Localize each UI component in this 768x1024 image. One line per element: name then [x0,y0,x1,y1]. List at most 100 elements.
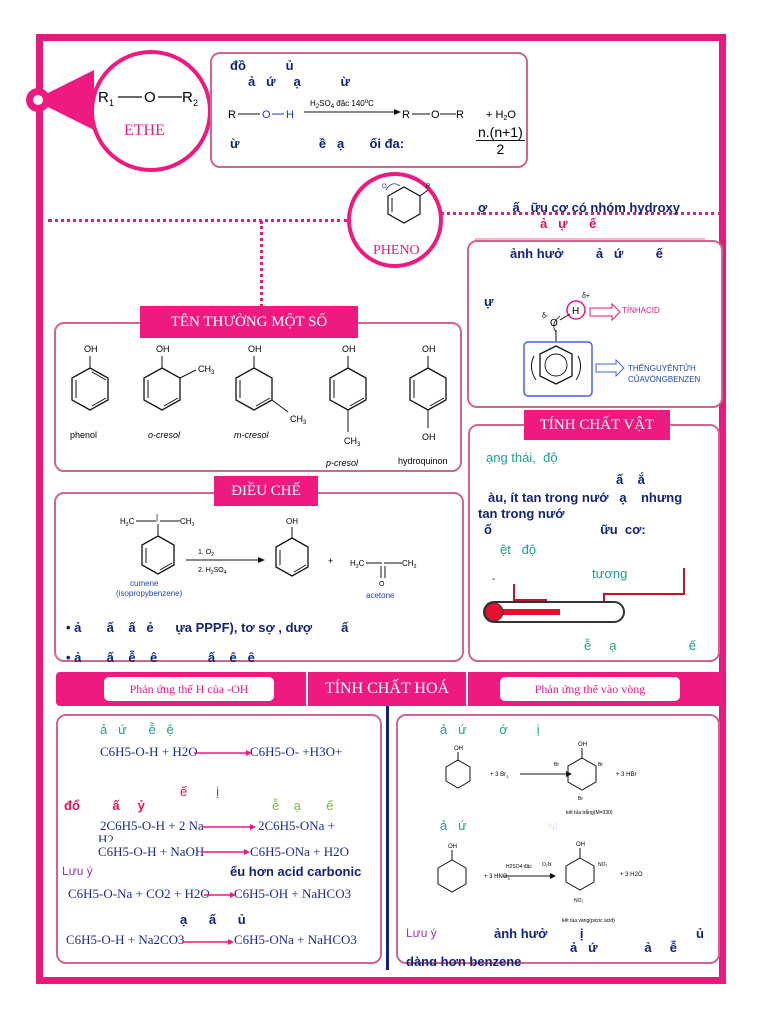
ether-reaction: R O H H2SO4 đặc 140oC R O R + H2O [228,99,516,122]
svg-text:H: H [572,306,579,317]
eq5-left: C6H5-O-H + Na2CO3 [66,932,185,947]
svg-text:acetone: acetone [366,591,395,600]
phenol-bubble [347,172,443,268]
svg-text:1. O2: 1. O2 [198,549,214,558]
svg-text:H2SO4 đặc: H2SO4 đặc [506,864,532,870]
ether-formula: n.(n+1) 2 [476,124,525,157]
acid-label: TÍNHACID [622,306,660,315]
right-note-c: ủ [696,926,704,941]
svg-text:R: R [426,184,431,190]
right-note-d: ả ứ ả ễ [570,940,677,955]
eq3-right: C6H5-ONa + H2O [250,844,350,859]
right-r2: ả ứ [440,818,467,833]
svg-text:O₂N: O₂N [542,862,552,868]
ether-structure: R 1 O R 2 [98,89,198,108]
svg-text:CH3: CH3 [402,559,417,570]
svg-text:OH: OH [342,344,356,354]
svg-text:1: 1 [109,98,114,108]
physical-line3: àu, ít tan trong nướ ạ nhưng [488,490,683,505]
ether-info-box [210,52,528,168]
page-frame [36,34,726,984]
physical-line6: ệt độ [500,542,537,557]
eq4-right: C6H5-OH + NaHCO3 [234,886,352,901]
svg-text:OH: OH [454,746,463,752]
phenol-structure: OH [71,344,109,411]
svg-text:NO₂: NO₂ [598,862,608,868]
svg-text:OH: OH [422,344,436,354]
bromination-reaction: OH + 3 Br2 OH Br Br Br + 3 HBr kết tủa t… [445,742,637,816]
svg-text:OH: OH [156,344,170,354]
svg-text:phenol: phenol [70,430,97,440]
svg-text:OH: OH [576,842,585,848]
m-cresol-structure: OH CH3 [235,344,307,426]
svg-text:δ+: δ+ [582,293,590,300]
chemical-right-box [396,714,720,964]
tab-left[interactable]: Phản ứng thế H của -OH [104,677,274,701]
note1-text: ếu hơn acid carbonic [230,864,362,879]
svg-text:O: O [379,581,385,588]
svg-text:(isopropybenzene): (isopropybenzene) [116,589,183,598]
svg-text:p-cresol: p-cresol [325,458,359,468]
svg-text:R: R [98,89,109,106]
svg-text:Br: Br [578,796,583,802]
ether-line2: ả ứ ạ ừ [248,74,350,89]
svg-text:CH3: CH3 [290,414,307,426]
connector-line [440,212,722,215]
svg-text:CH3: CH3 [198,364,215,376]
note1-label: Lưu ý [62,864,93,878]
left-l2: ế ị [180,784,220,799]
eq5-right: C6H5-ONa + NaHCO3 [234,932,357,947]
eq2-tail: H2 [98,832,114,842]
eq2-right: 2C6H5-ONa + [258,818,336,833]
physical-line5: ố ữu cơ: [484,522,646,537]
physical-line4: tan trong nướ [478,506,565,521]
nitration-reaction: OH + 3 HNO3 H2SO4 đặc OH O₂N NO₂ NO₂ + 3… [437,842,643,924]
eq1-left: C6H5-O-H + H2O [100,744,198,759]
svg-text:R: R [182,89,193,106]
svg-text:CH3: CH3 [180,517,195,528]
synthesis-title: ĐIỀU CHẾ [214,476,318,506]
physical-line2: ấ ắ [616,472,645,487]
svg-text:O: O [144,89,156,106]
connector-line [260,221,263,307]
svg-text:O: O [382,184,387,190]
svg-text:OH: OH [84,344,98,354]
physical-line1: ạng thái, độ [486,450,558,465]
ring-label-1: THẾNGUYÊNTỬH [628,364,696,373]
o-cresol-structure: OH CH3 [143,344,215,411]
ether-count-line: ừ ề ạ ối đa: [230,136,405,151]
svg-text:H3C: H3C [120,517,135,528]
eq4-left: C6H5-O-Na + CO2 + H2O [68,886,210,901]
hydroquinon-structure: OH OH [409,344,447,442]
phenol-effect-box [467,240,723,408]
eq1-right: C6H5-O- +H3O+ [250,744,343,759]
right-note-e: dàng hơn benzene [406,954,522,966]
eq3-left: C6H5-O-H + NaOH [98,844,205,859]
svg-text:R: R [456,109,464,121]
svg-text:NO₂: NO₂ [574,898,584,904]
left-l1: ả ứ ễ ệ [100,722,174,737]
right-note-label: Lưu ý [406,926,437,940]
svg-text:2: 2 [193,98,198,108]
svg-text:Br: Br [554,762,559,768]
phenol-bubble-structure: R O [382,183,431,224]
right-note-b: ảnh hưở ị [494,926,584,941]
svg-text:m-cresol: m-cresol [234,430,270,440]
physical-dash: - [492,574,496,585]
tab-right[interactable]: Phản ứng thế vào vòng [500,677,680,701]
svg-text:O: O [262,109,271,121]
phenol-label: PHENO [373,243,420,258]
svg-text:hydroquinon: hydroquinon [398,456,448,466]
svg-text:CH3: CH3 [344,436,361,448]
chemical-left-box [56,714,382,964]
synthesis-bullet-1: • ả ấ ấ ẻ ựa PPPF), tơ sợ , dượ ấ [66,620,349,635]
svg-text:+: + [328,556,333,566]
svg-text:+ 3 H2O: + 3 H2O [620,872,643,878]
ether-horn [26,70,94,130]
right-r2-tail: Nỉ [548,822,558,833]
svg-text:H3C: H3C [350,559,365,570]
svg-text:OH: OH [286,517,298,526]
right-r1: ả ứ ớ ị [440,722,540,737]
ether-label: ETHE [124,122,165,139]
svg-text:Br: Br [598,762,603,768]
